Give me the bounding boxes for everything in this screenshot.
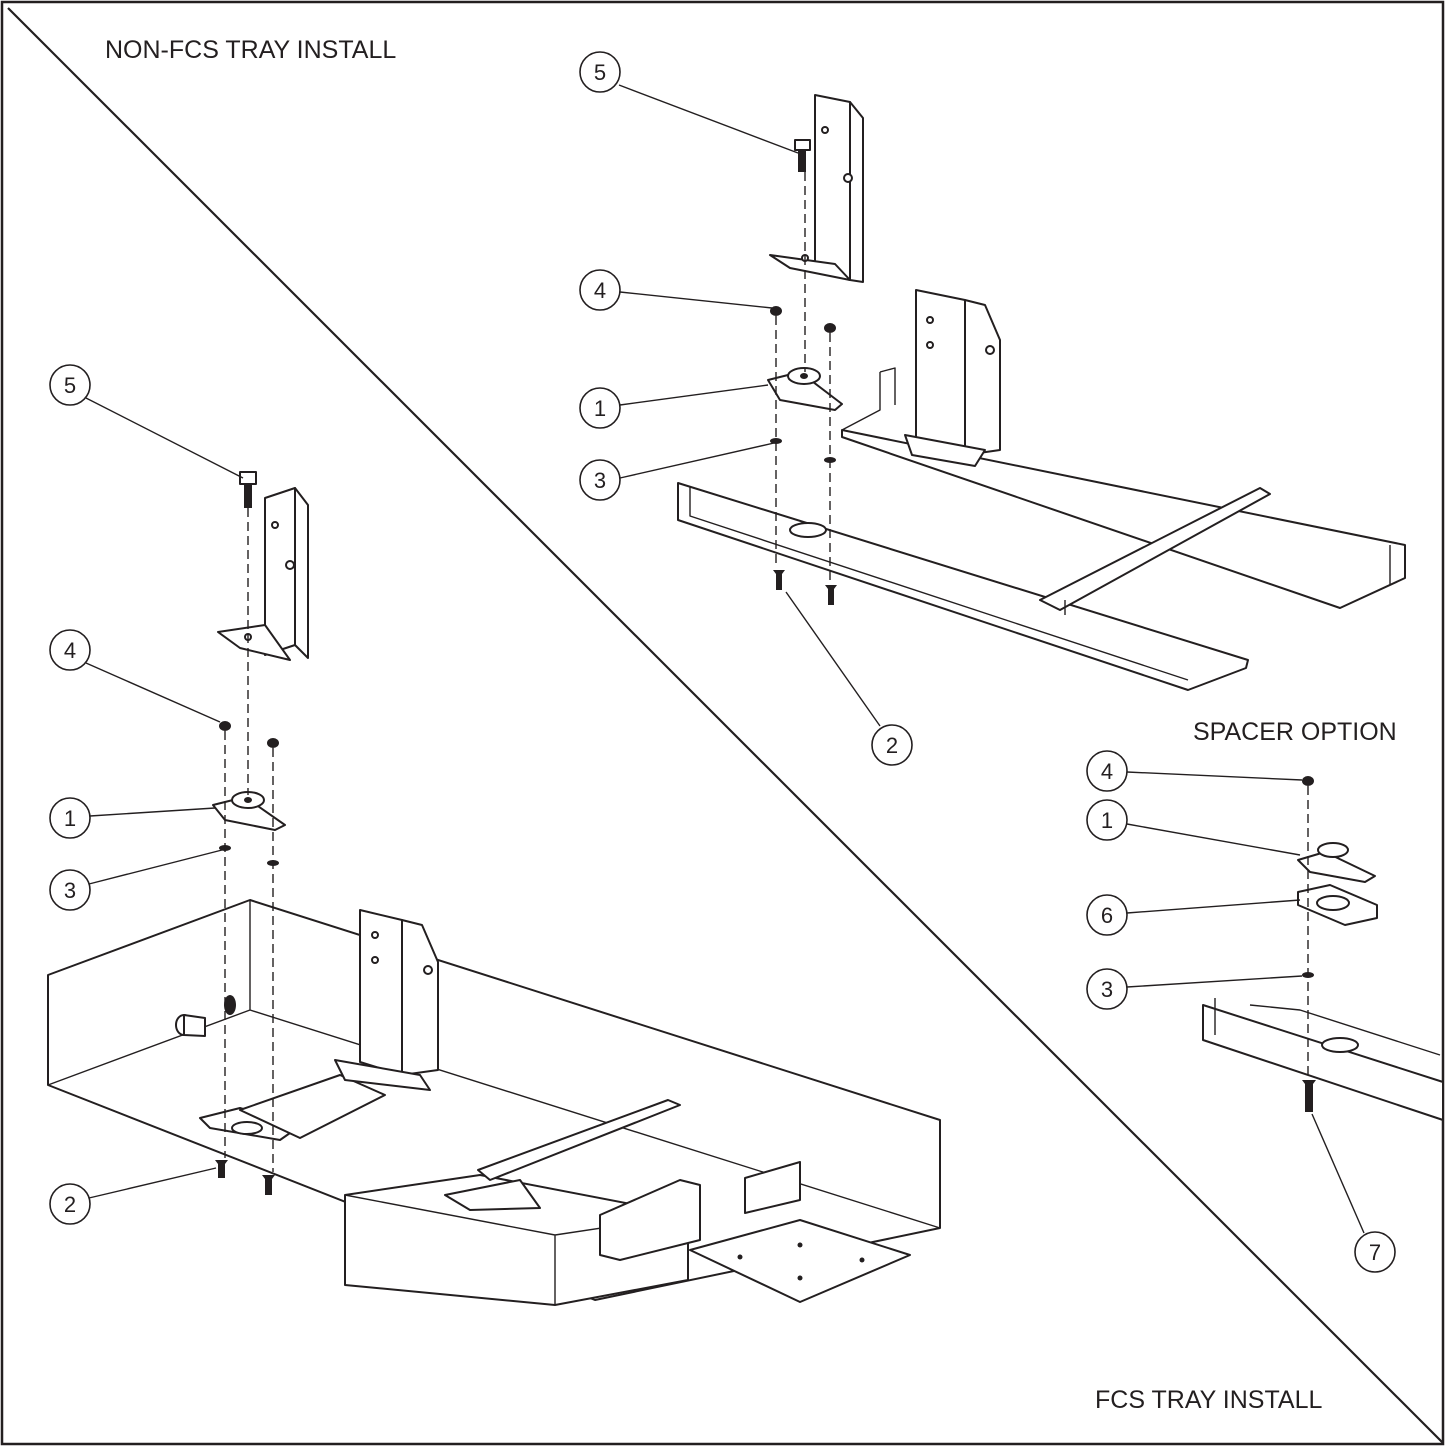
label-fcs-tray-install: FCS TRAY INSTALL bbox=[1095, 1386, 1322, 1414]
callout-number: 4 bbox=[594, 278, 606, 303]
label-spacer-option: SPACER OPTION bbox=[1193, 718, 1397, 746]
fcs-assembly bbox=[47, 471, 941, 1306]
callouts-top: 5 4 1 3 2 bbox=[579, 51, 913, 766]
callout-number: 2 bbox=[886, 733, 898, 758]
callout-number: 4 bbox=[1101, 759, 1113, 784]
callout-circle bbox=[579, 51, 621, 93]
callout-number: 4 bbox=[64, 638, 76, 663]
callout-number: 1 bbox=[1101, 808, 1113, 833]
label-non-fcs-tray-install: NON-FCS TRAY INSTALL bbox=[105, 36, 396, 64]
callouts-spacer: 4 1 6 3 7 bbox=[1086, 750, 1396, 1273]
spacer-option-assembly bbox=[1202, 776, 1444, 1121]
callout-number: 1 bbox=[594, 396, 606, 421]
callout-number: 5 bbox=[64, 373, 76, 398]
callouts-left: 5 4 1 3 2 bbox=[49, 364, 244, 1225]
callout-number: 5 bbox=[594, 60, 606, 85]
callout-number: 3 bbox=[64, 878, 76, 903]
callout-number: 3 bbox=[594, 468, 606, 493]
callout-number: 2 bbox=[64, 1192, 76, 1217]
callout-number: 3 bbox=[1101, 977, 1113, 1002]
callout-number: 7 bbox=[1369, 1240, 1381, 1265]
diagonal-divider bbox=[7, 7, 1444, 1444]
non-fcs-assembly bbox=[677, 94, 1406, 691]
callout-number: 6 bbox=[1101, 903, 1113, 928]
callout-number: 1 bbox=[64, 806, 76, 831]
